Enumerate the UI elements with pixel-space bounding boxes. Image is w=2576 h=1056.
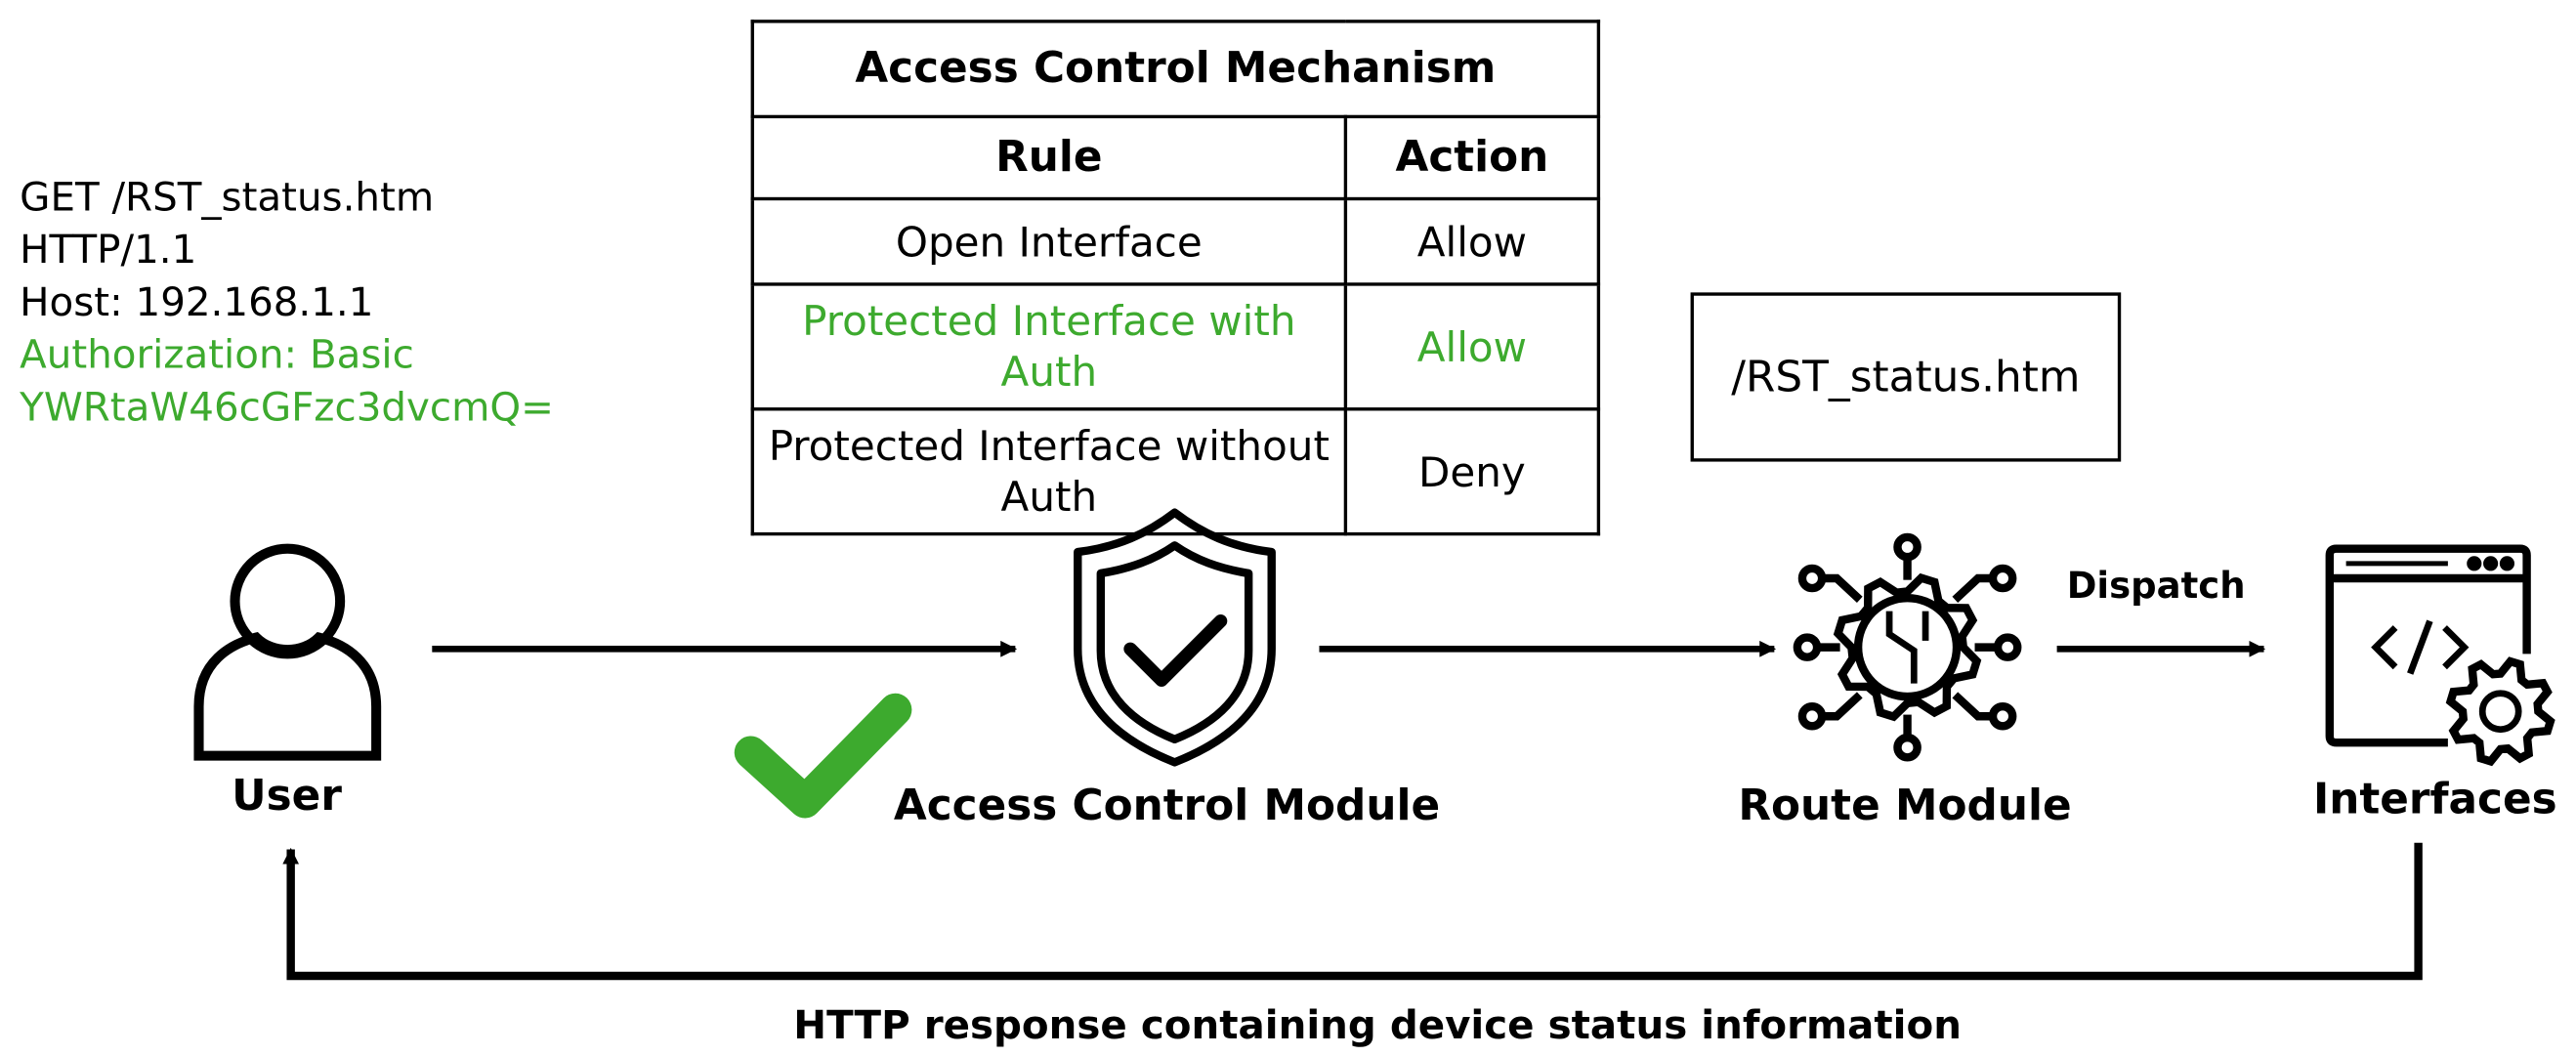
header-rule: Rule	[750, 114, 1348, 201]
dispatch-label: Dispatch	[2066, 567, 2246, 609]
access-control-label: Access Control Module	[893, 781, 1441, 831]
request-line2: HTTP/1.1	[20, 227, 197, 274]
route-module-label: Route Module	[1738, 781, 2072, 831]
route-path-box: /RST_status.htm	[1690, 292, 2122, 462]
check-icon	[734, 693, 912, 819]
table-title: Access Control Mechanism	[750, 20, 1601, 119]
request-line4: Authorization: Basic	[20, 331, 414, 378]
action-open: Allow	[1343, 196, 1601, 286]
rule-protected-auth: Protected Interface with Auth	[750, 282, 1348, 411]
user-label: User	[232, 772, 342, 822]
route-gear-icon	[1793, 532, 2022, 762]
user-icon	[193, 543, 382, 761]
action-protected-auth: Allow	[1343, 282, 1601, 411]
response-label: HTTP response containing device status i…	[793, 1001, 1962, 1048]
interfaces-label: Interfaces	[2312, 775, 2557, 825]
request-line3: Host: 192.168.1.1	[20, 278, 374, 325]
request-line5: YWRtaW46cGFzc3dvcmQ=	[20, 384, 554, 431]
request-line1: GET /RST_status.htm	[20, 174, 435, 221]
response-arrow	[282, 842, 2423, 981]
interfaces-window-icon	[2325, 544, 2555, 767]
access-control-table: Access Control Mechanism Rule Action Ope…	[750, 20, 1601, 536]
rule-open: Open Interface	[750, 196, 1348, 286]
action-protected-noauth: Deny	[1343, 407, 1601, 536]
shield-icon	[1074, 508, 1276, 767]
header-action: Action	[1343, 114, 1601, 201]
rule-protected-noauth: Protected Interface without Auth	[750, 407, 1348, 536]
